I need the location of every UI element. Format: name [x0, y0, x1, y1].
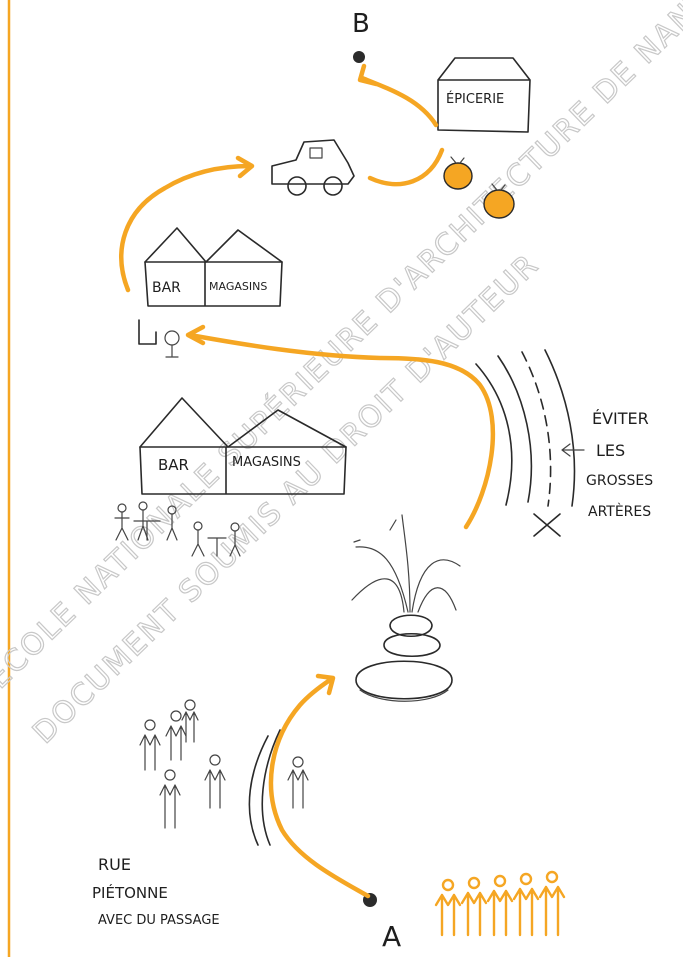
bar-chair-glass-icon — [138, 319, 180, 358]
point-b-label: B — [352, 9, 370, 39]
point-a-label: A — [382, 920, 401, 953]
lower-bar-shops-building: BAR MAGASINS — [139, 397, 347, 495]
avoid-note-line-3: GROSSES — [586, 473, 653, 489]
orange-crowd-icon — [434, 870, 566, 937]
epicerie-label: ÉPICERIE — [446, 91, 504, 107]
watermark-line-1: ÉCOLE NATIONALE SUPÉRIEURE D'ARCHITECTUR… — [0, 0, 683, 696]
street-note-line-2: PIÉTONNE — [92, 883, 168, 902]
avoid-note-line-1: ÉVITER — [592, 409, 649, 428]
lower-bar-label: BAR — [158, 456, 189, 474]
fruit-icon — [443, 156, 515, 219]
lower-shops-label: MAGASINS — [232, 455, 301, 470]
street-note-line-1: RUE — [98, 855, 131, 874]
point-b-marker — [353, 51, 365, 63]
upper-shops-label: MAGASINS — [209, 280, 267, 293]
epicerie-building: ÉPICERIE — [437, 57, 531, 133]
pedestrian-street-lines — [248, 729, 281, 846]
crowd-icon — [139, 699, 309, 829]
avoid-arteries-note: ÉVITER LES GROSSES ARTÈRES — [586, 409, 653, 520]
watermark-line-2: DOCUMENT SOUMIS AU DROIT D'AUTEUR — [26, 247, 546, 751]
route-path — [119, 63, 496, 899]
big-artery-lines — [475, 349, 585, 537]
pedestrian-street-note: RUE PIÉTONNE AVEC DU PASSAGE — [92, 855, 220, 928]
terrace-people-icon — [114, 501, 241, 557]
watermark: ÉCOLE NATIONALE SUPÉRIEURE D'ARCHITECTUR… — [0, 0, 683, 751]
avoid-note-line-4: ARTÈRES — [588, 503, 651, 520]
car-icon — [271, 139, 355, 196]
street-note-line-3: AVEC DU PASSAGE — [98, 913, 220, 928]
upper-bar-label: BAR — [152, 280, 181, 296]
avoid-note-line-2: LES — [596, 441, 625, 460]
upper-bar-shops-building: BAR MAGASINS — [144, 227, 283, 307]
fountain-icon — [351, 514, 461, 702]
